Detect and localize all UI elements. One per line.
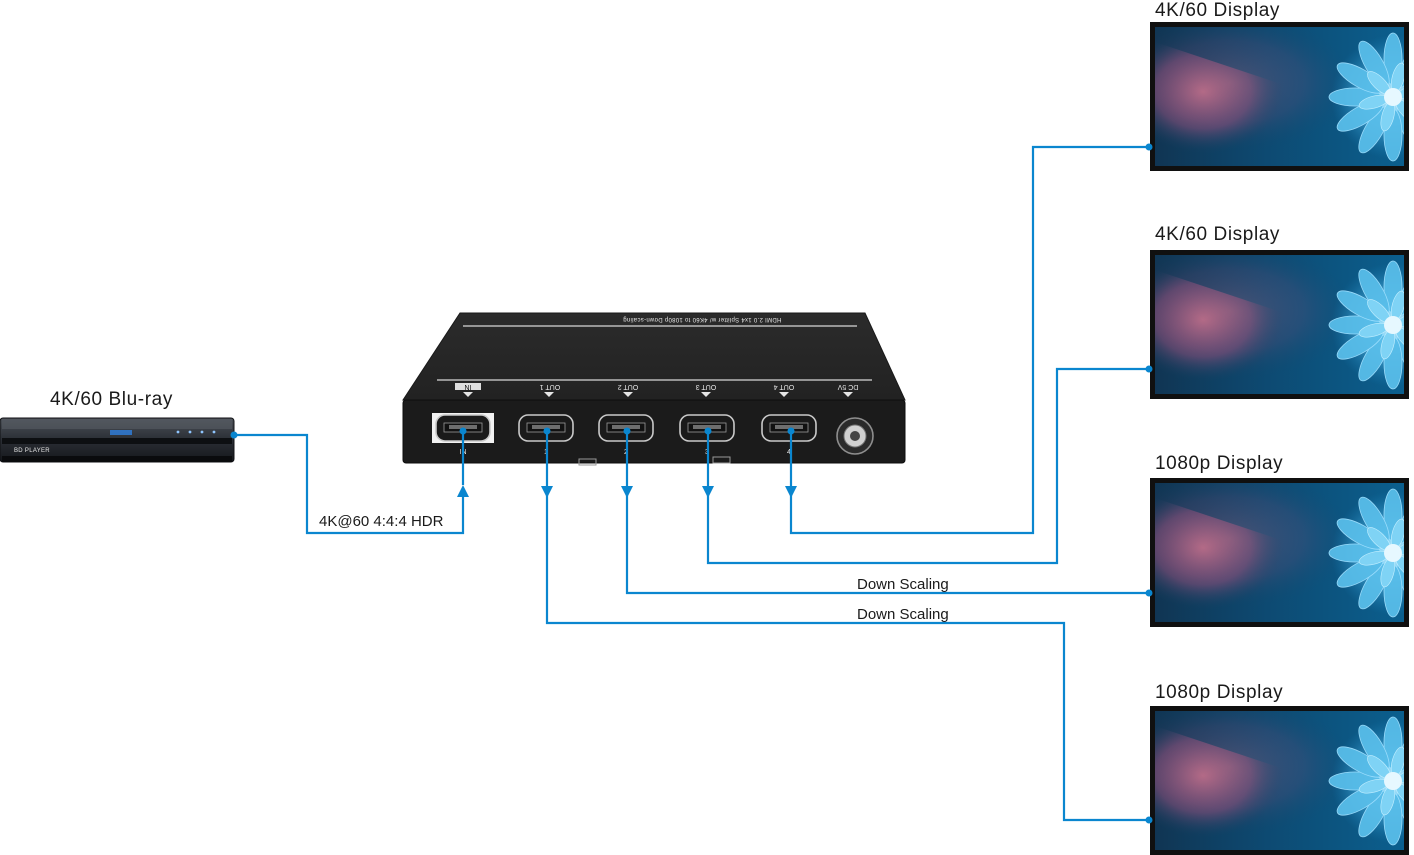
port-label-out1: OUT 1 (540, 383, 561, 390)
splitter-top-text: HDMI 2.0 1x4 Splitter w/ 4K60 to 1080p D… (623, 316, 781, 322)
port-label-out4: OUT 4 (774, 383, 795, 390)
display-2: 4K/60 Display (1150, 224, 1414, 399)
display-1: 4K/60 Display (1150, 0, 1414, 171)
source-link-label: 4K@60 4:4:4 HDR (319, 513, 444, 530)
port-label-out2: OUT 2 (618, 383, 639, 390)
out1-link-label: Down Scaling (857, 606, 949, 623)
cable-out2-to-display-3 (625, 431, 1149, 595)
port-label-out3: OUT 3 (696, 383, 717, 390)
cable-out4-to-display-1 (789, 145, 1149, 535)
bluray-player: 4K/60 Blu-ray BD PLAYER (0, 389, 235, 463)
cable-out1-to-display-4 (545, 431, 1149, 822)
cable-source-to-in (234, 433, 465, 535)
display-3-label: 1080p Display (1155, 453, 1283, 474)
port-label-in: IN (465, 383, 472, 390)
bluray-player-label: 4K/60 Blu-ray (50, 389, 173, 410)
cable-out3-to-display-2 (706, 367, 1149, 565)
out2-link-label: Down Scaling (857, 576, 949, 593)
dc-power-jack (836, 417, 874, 455)
hdmi-out4-port (761, 414, 817, 442)
display-3: 1080p Display (1150, 453, 1414, 627)
hdmi-splitter: HDMI 2.0 1x4 Splitter w/ 4K60 to 1080p D… (402, 312, 906, 466)
display-4-label: 1080p Display (1155, 682, 1283, 703)
port-number-4: 4 (787, 449, 791, 456)
display-1-label: 4K/60 Display (1155, 0, 1280, 21)
bluray-player-text: BD PLAYER (14, 448, 50, 454)
display-4: 1080p Display (1150, 682, 1414, 855)
port-label-dc: DC 5V (837, 383, 858, 390)
display-2-label: 4K/60 Display (1155, 224, 1280, 245)
cable-group: 4K@60 4:4:4 HDR Down Scaling Down Scalin… (230, 143, 1153, 824)
